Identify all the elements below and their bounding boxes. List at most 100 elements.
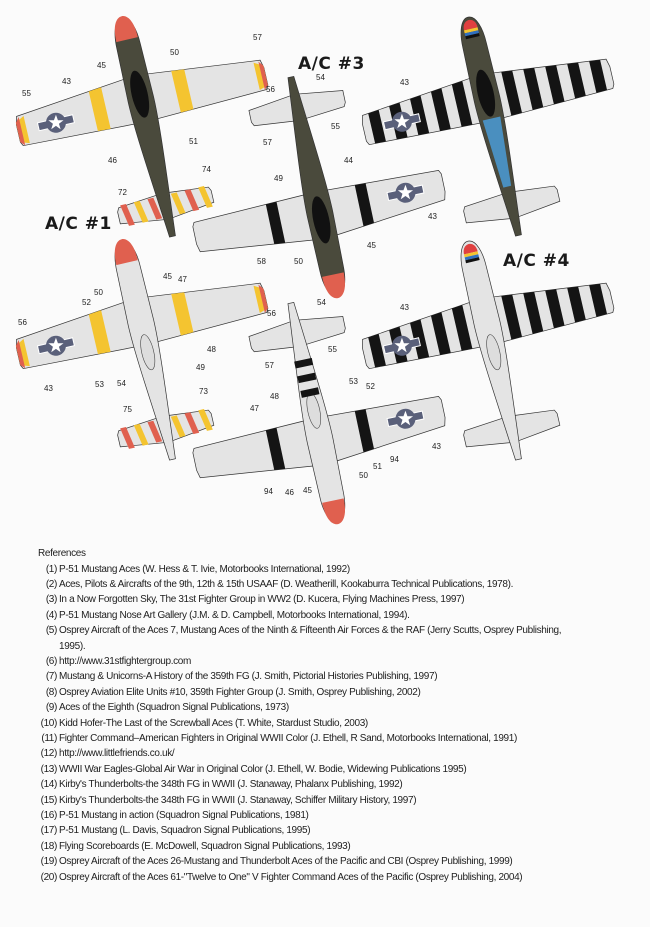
reference-item: (2)Aces, Pilots & Aircrafts of the 9th, …	[38, 577, 638, 592]
reference-text: Aces, Pilots & Aircrafts of the 9th, 12t…	[59, 578, 514, 590]
invasion-stripe	[265, 427, 286, 471]
reference-item: (7)Mustang & Unicorns-A History of the 3…	[38, 669, 638, 684]
callout-number: 43	[400, 78, 409, 87]
reference-item[interactable]: (6)http://www.31stfightergroup.com	[38, 654, 638, 669]
right-stabilizer	[248, 94, 298, 127]
invasion-stripe	[589, 283, 608, 317]
callout-number: 45	[303, 486, 312, 495]
callout-number: 58	[257, 257, 266, 266]
star-icon	[48, 337, 64, 353]
reference-text: http://www.littlefriends.co.uk/	[59, 748, 175, 760]
references-list: (1)P-51 Mustang Aces (W. Hess & T. Ivie,…	[38, 562, 638, 886]
roundel	[36, 112, 75, 133]
reference-number: (5)	[45, 625, 58, 637]
tail-stripe	[147, 420, 163, 443]
tail-stripe	[120, 204, 135, 226]
reference-number: (11)	[41, 732, 57, 744]
callout-number: 51	[189, 137, 198, 146]
reference-item[interactable]: (12)http://www.littlefriends.co.uk/	[38, 746, 638, 761]
right-stabilizer	[248, 320, 298, 353]
star-icon	[397, 410, 414, 426]
callout-number: 54	[117, 379, 126, 388]
callout-number: 55	[22, 89, 31, 98]
callout-number: 48	[207, 345, 216, 354]
reference-text: WWII War Eagles-Global Air War in Origin…	[59, 763, 467, 775]
reference-number: (19)	[40, 856, 58, 868]
tail-stripe	[147, 197, 163, 220]
reference-text: http://www.31stfightergroup.com	[59, 655, 191, 667]
callout-number: 56	[18, 318, 27, 327]
callout-number: 52	[82, 298, 91, 307]
belly-scoop	[140, 334, 156, 371]
invasion-stripe	[265, 201, 286, 245]
callout-number: 50	[170, 48, 179, 57]
plane-2	[192, 76, 446, 299]
right-wing	[146, 59, 269, 120]
callout-number: 72	[118, 188, 127, 197]
reference-text: Osprey Aircraft of the Aces 61-"Twelve t…	[59, 871, 523, 883]
spinner	[114, 239, 138, 266]
reference-item: (13)WWII War Eagles-Global Air War in Or…	[38, 762, 638, 777]
callout-number: 49	[196, 363, 205, 372]
plane-1	[15, 16, 269, 238]
tail-stripe	[198, 409, 213, 431]
spinner-band	[463, 251, 479, 258]
spinner-band	[464, 254, 479, 261]
reference-item: (17)P-51 Mustang (L. Davis, Squadron Sig…	[38, 823, 638, 838]
roundel	[36, 335, 75, 356]
fuselage-stripe	[300, 387, 320, 398]
reference-number: (12)	[40, 748, 58, 760]
invasion-stripe	[354, 409, 375, 453]
callout-number: 94	[390, 455, 399, 464]
reference-number: (9)	[45, 702, 58, 714]
callout-number: 45	[97, 61, 106, 70]
callout-number: 56	[266, 85, 275, 94]
callout-number: 52	[366, 382, 375, 391]
invasion-stripe	[589, 59, 608, 93]
reference-text: P-51 Mustang (L. Davis, Squadron Signal …	[59, 825, 311, 837]
reference-number: (20)	[40, 871, 58, 883]
tail-stripe	[198, 186, 213, 208]
reference-item: (3)In a Now Forgotten Sky, The 31st Figh…	[38, 592, 638, 607]
reference-number: (7)	[45, 671, 58, 683]
reference-item: (8)Osprey Aviation Elite Units #10, 359t…	[38, 685, 638, 700]
fuselage-stripe	[294, 357, 314, 369]
spinner	[114, 16, 138, 43]
spinner-band	[465, 257, 480, 264]
reference-item: (9)Aces of the Eighth (Squadron Signal P…	[38, 700, 638, 715]
callout-number: 57	[263, 138, 272, 147]
roundel	[382, 335, 421, 356]
reference-number: (1)	[45, 563, 58, 575]
spinner	[322, 498, 346, 525]
invasion-stripe	[545, 289, 565, 329]
callout-number: 51	[373, 462, 382, 471]
invasion-stripe	[451, 80, 473, 127]
reference-item: (19)Osprey Aircraft of the Aces 26-Musta…	[38, 854, 638, 869]
spinner-band	[464, 30, 479, 37]
wingtip-red	[258, 61, 268, 90]
callout-number: 46	[108, 156, 117, 165]
callout-number: 54	[317, 298, 326, 307]
callout-number: 44	[344, 156, 353, 165]
reference-text: P-51 Mustang Aces (W. Hess & T. Ivie, Mo…	[59, 563, 350, 575]
callout-number: 73	[199, 387, 208, 396]
invasion-stripe	[451, 304, 473, 351]
reference-item: (16)P-51 Mustang in action (Squadron Sig…	[38, 808, 638, 823]
yellow-band	[88, 310, 111, 355]
reference-text: Osprey Aviation Elite Units #10, 359th F…	[59, 686, 421, 698]
reference-item: (15)Kirby's Thunderbolts-the 348th FG in…	[38, 793, 638, 808]
tail-stripe	[170, 415, 186, 438]
invasion-stripe	[567, 62, 586, 99]
reference-item: (5)Osprey Aircraft of the Aces 7, Mustan…	[38, 623, 638, 638]
reference-text: Osprey Aircraft of the Aces 7, Mustang A…	[59, 625, 562, 637]
plane-4	[15, 239, 269, 461]
fuselage	[114, 17, 176, 238]
roundel	[382, 111, 421, 132]
invasion-stripe	[410, 95, 430, 136]
reference-item: (18)Flying Scoreboards (E. McDowell, Squ…	[38, 839, 638, 854]
callout-number: 45	[163, 272, 172, 281]
aircraft-illustrations: 5543455057514672745456555744494345504358…	[15, 16, 615, 525]
invasion-stripe	[430, 88, 451, 131]
reference-number: (2)	[45, 578, 58, 590]
right-stabilizer	[511, 409, 561, 442]
